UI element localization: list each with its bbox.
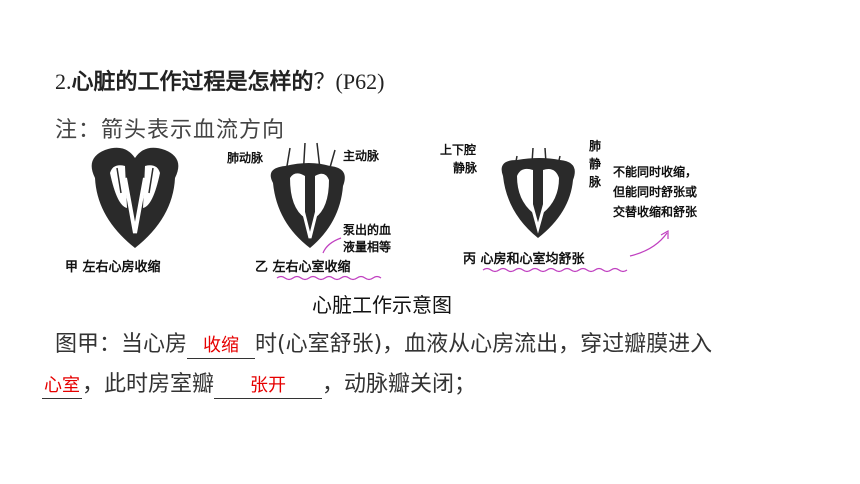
heart-panel-a: 甲 左右心房收缩 bbox=[65, 147, 179, 275]
question-heading: 2.心脏的工作过程是怎样的？(P62) bbox=[55, 64, 384, 96]
question-text: 心脏的工作过程是怎样的 bbox=[71, 70, 314, 95]
question-mark: ？ bbox=[313, 70, 336, 95]
panel-c-label: 丙 心房和心室均舒张 bbox=[463, 251, 586, 267]
pulmonary-vein-label-1: 肺 bbox=[589, 138, 601, 153]
heart-panel-c: 上下腔 静脉 肺 静 脉 不能同时收缩， 但能同时舒张或 交替收缩和舒张 丙 心… bbox=[440, 138, 698, 273]
figure-note: 注：箭头表示血流方向 bbox=[55, 118, 286, 143]
panel-b-note-1: 泵出的血 bbox=[343, 222, 391, 237]
line2-middle: ，此时房室瓣 bbox=[82, 372, 215, 397]
explanation-line-2: 心室，此时房室瓣 张开 ，动脉瓣关闭； bbox=[42, 366, 476, 399]
line1-start: 图甲：当心房 bbox=[55, 332, 188, 357]
heart-diagram: 甲 左右心房收缩 肺动脉 主动脉 泵出的血 液量相等 乙 左右心室收缩 上下腔 … bbox=[65, 138, 698, 281]
pulmonary-vein-label-2: 静 bbox=[589, 156, 601, 171]
panel-c-note-1: 不能同时收缩， bbox=[613, 164, 697, 179]
answer-open: 张开 bbox=[250, 375, 287, 396]
heart-panel-b: 肺动脉 主动脉 泵出的血 液量相等 乙 左右心室收缩 bbox=[227, 142, 391, 281]
line1-end: 时(心室舒张)，血液从心房流出，穿过瓣膜进入 bbox=[255, 332, 713, 357]
answer-blank-3: 张开 bbox=[214, 373, 323, 399]
panel-b-note-2: 液量相等 bbox=[343, 239, 391, 254]
pulmonary-artery-label: 肺动脉 bbox=[227, 150, 264, 165]
panel-c-note-2: 但能同时舒张或 bbox=[612, 184, 697, 199]
vena-cava-label-1: 上下腔 bbox=[440, 142, 476, 157]
aorta-label: 主动脉 bbox=[343, 148, 380, 163]
answer-ventricle: 心室 bbox=[44, 375, 80, 396]
question-number: 2. bbox=[55, 69, 72, 94]
explanation-line-1: 图甲：当心房收缩时(心室舒张)，血液从心房流出，穿过瓣膜进入 bbox=[55, 326, 712, 359]
answer-blank-2: 心室 bbox=[42, 373, 82, 399]
pulmonary-vein-label-3: 脉 bbox=[588, 174, 602, 189]
vena-cava-label-2: 静脉 bbox=[453, 160, 478, 175]
answer-contract: 收缩 bbox=[203, 335, 240, 356]
figure-caption: 心脏工作示意图 bbox=[312, 293, 452, 317]
panel-b-label: 乙 左右心室收缩 bbox=[255, 259, 351, 275]
line2-end: ，动脉瓣关闭； bbox=[322, 372, 477, 397]
panel-a-label: 甲 左右心房收缩 bbox=[65, 259, 161, 275]
page-reference: (P62) bbox=[335, 69, 385, 94]
answer-blank-1: 收缩 bbox=[187, 333, 256, 359]
panel-c-note-3: 交替收缩和舒张 bbox=[613, 204, 698, 219]
